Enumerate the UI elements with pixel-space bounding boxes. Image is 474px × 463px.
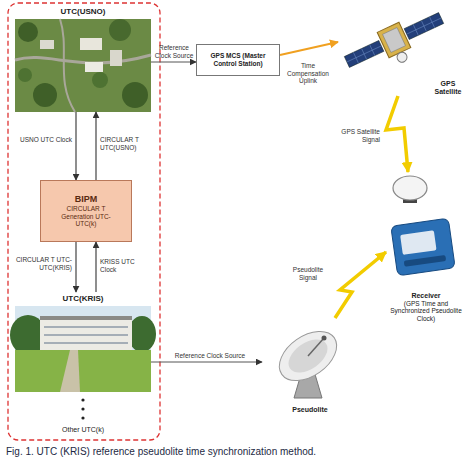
ellipsis-dot — [81, 416, 84, 419]
flow-arrow — [95, 242, 96, 292]
edge-label: Pseudolite Signal — [284, 266, 332, 281]
photo-building — [40, 318, 132, 350]
dashed-group-border — [8, 3, 160, 440]
photo-building — [85, 62, 103, 72]
flow-arrow — [151, 62, 196, 63]
photo-tree — [33, 83, 57, 107]
flow-arrow — [75, 242, 76, 292]
receiver-panel — [404, 255, 446, 267]
photo-tree — [128, 316, 156, 352]
photo-tree — [109, 19, 131, 41]
photo-ground — [15, 19, 151, 112]
photo-windows — [44, 327, 128, 343]
kris-photo — [10, 306, 156, 392]
photo-road — [15, 55, 151, 63]
satellite-icon — [341, 5, 451, 83]
photo-building — [110, 50, 122, 66]
pseudolite-node: Pseudolite — [262, 318, 358, 414]
satellite-dish — [395, 51, 408, 64]
node-title: Pseudolite — [292, 406, 327, 414]
process-box: GPS MCS (Master Control Station) — [196, 44, 280, 76]
photo-road — [60, 19, 75, 112]
flow-arrow — [280, 42, 338, 55]
antenna-dome — [393, 176, 427, 200]
edge-label: CIRCULAR T UTC(USNO) — [100, 136, 152, 151]
ellipsis-dot — [81, 398, 84, 401]
photo-tree — [122, 82, 148, 108]
photo-roof — [40, 316, 132, 320]
group-note: Other UTC(k) — [43, 426, 123, 434]
dish-feed — [308, 338, 324, 356]
flow-arrow — [151, 362, 262, 363]
node-title: Receiver — [411, 292, 440, 300]
process-box: BIPMCIRCULAR T Generation UTC-UTC(k) — [40, 180, 132, 242]
photo-tree — [92, 72, 108, 88]
photo-node: UTC(USNO) — [15, 6, 151, 112]
receiver-device — [391, 218, 455, 276]
photo-building — [40, 40, 54, 49]
photo-building — [80, 38, 102, 50]
signal-bolt — [386, 96, 408, 172]
edge-label: Time Compensation Uplink — [282, 62, 334, 85]
figure-caption: Fig. 1. UTC (KRIS) reference pseudolite … — [6, 446, 316, 458]
node-body: (GPS Time and Synchronized Pseudolite Cl… — [386, 300, 466, 323]
edge-label: USNO UTC Clock — [16, 136, 72, 144]
edge-label: KRISS UTC Clock — [100, 258, 152, 273]
receiver-node: Receiver(GPS Time and Synchronized Pseud… — [386, 172, 466, 322]
usno-photo — [15, 19, 151, 112]
dish-feed-head — [322, 336, 327, 341]
satellite-face — [383, 28, 406, 53]
node-title: UTC(USNO) — [61, 6, 106, 18]
receiver-case — [391, 218, 455, 276]
photo-node: UTC(KRIS) — [15, 292, 151, 392]
edge-label: CIRCULAR T UTC-UTC(KRIS) — [14, 256, 72, 271]
flow-arrow — [95, 112, 96, 180]
edge-label: GPS Satellite Signal — [332, 128, 380, 143]
edge-label: Reference Clock Source — [160, 352, 260, 360]
pseudolite-dish — [270, 321, 345, 398]
ellipsis-dot — [81, 407, 84, 410]
node-title: GPS Satellite — [430, 80, 466, 96]
satellite-node: GPS Satellite — [338, 2, 466, 96]
signal-bolt — [335, 252, 386, 318]
node-title: GPS MCS (Master Control Station) — [197, 52, 279, 68]
flow-arrow — [75, 112, 76, 180]
satellite-body — [377, 22, 411, 58]
dish-reflector — [270, 321, 345, 390]
photo-lawn — [15, 350, 151, 392]
node-body: CIRCULAR T Generation UTC-UTC(k) — [41, 205, 131, 228]
node-title: UTC(KRIS) — [63, 292, 104, 305]
photo-tree — [18, 22, 38, 42]
edge-label: Reference Clock Source — [152, 44, 196, 59]
receiver-screen — [400, 230, 436, 255]
photo-path — [60, 350, 80, 392]
node-title: BIPM — [75, 194, 98, 205]
photo-tree — [18, 68, 32, 82]
gps-antenna — [393, 176, 427, 203]
dish-inner — [283, 333, 334, 380]
panel-grid — [344, 13, 443, 68]
